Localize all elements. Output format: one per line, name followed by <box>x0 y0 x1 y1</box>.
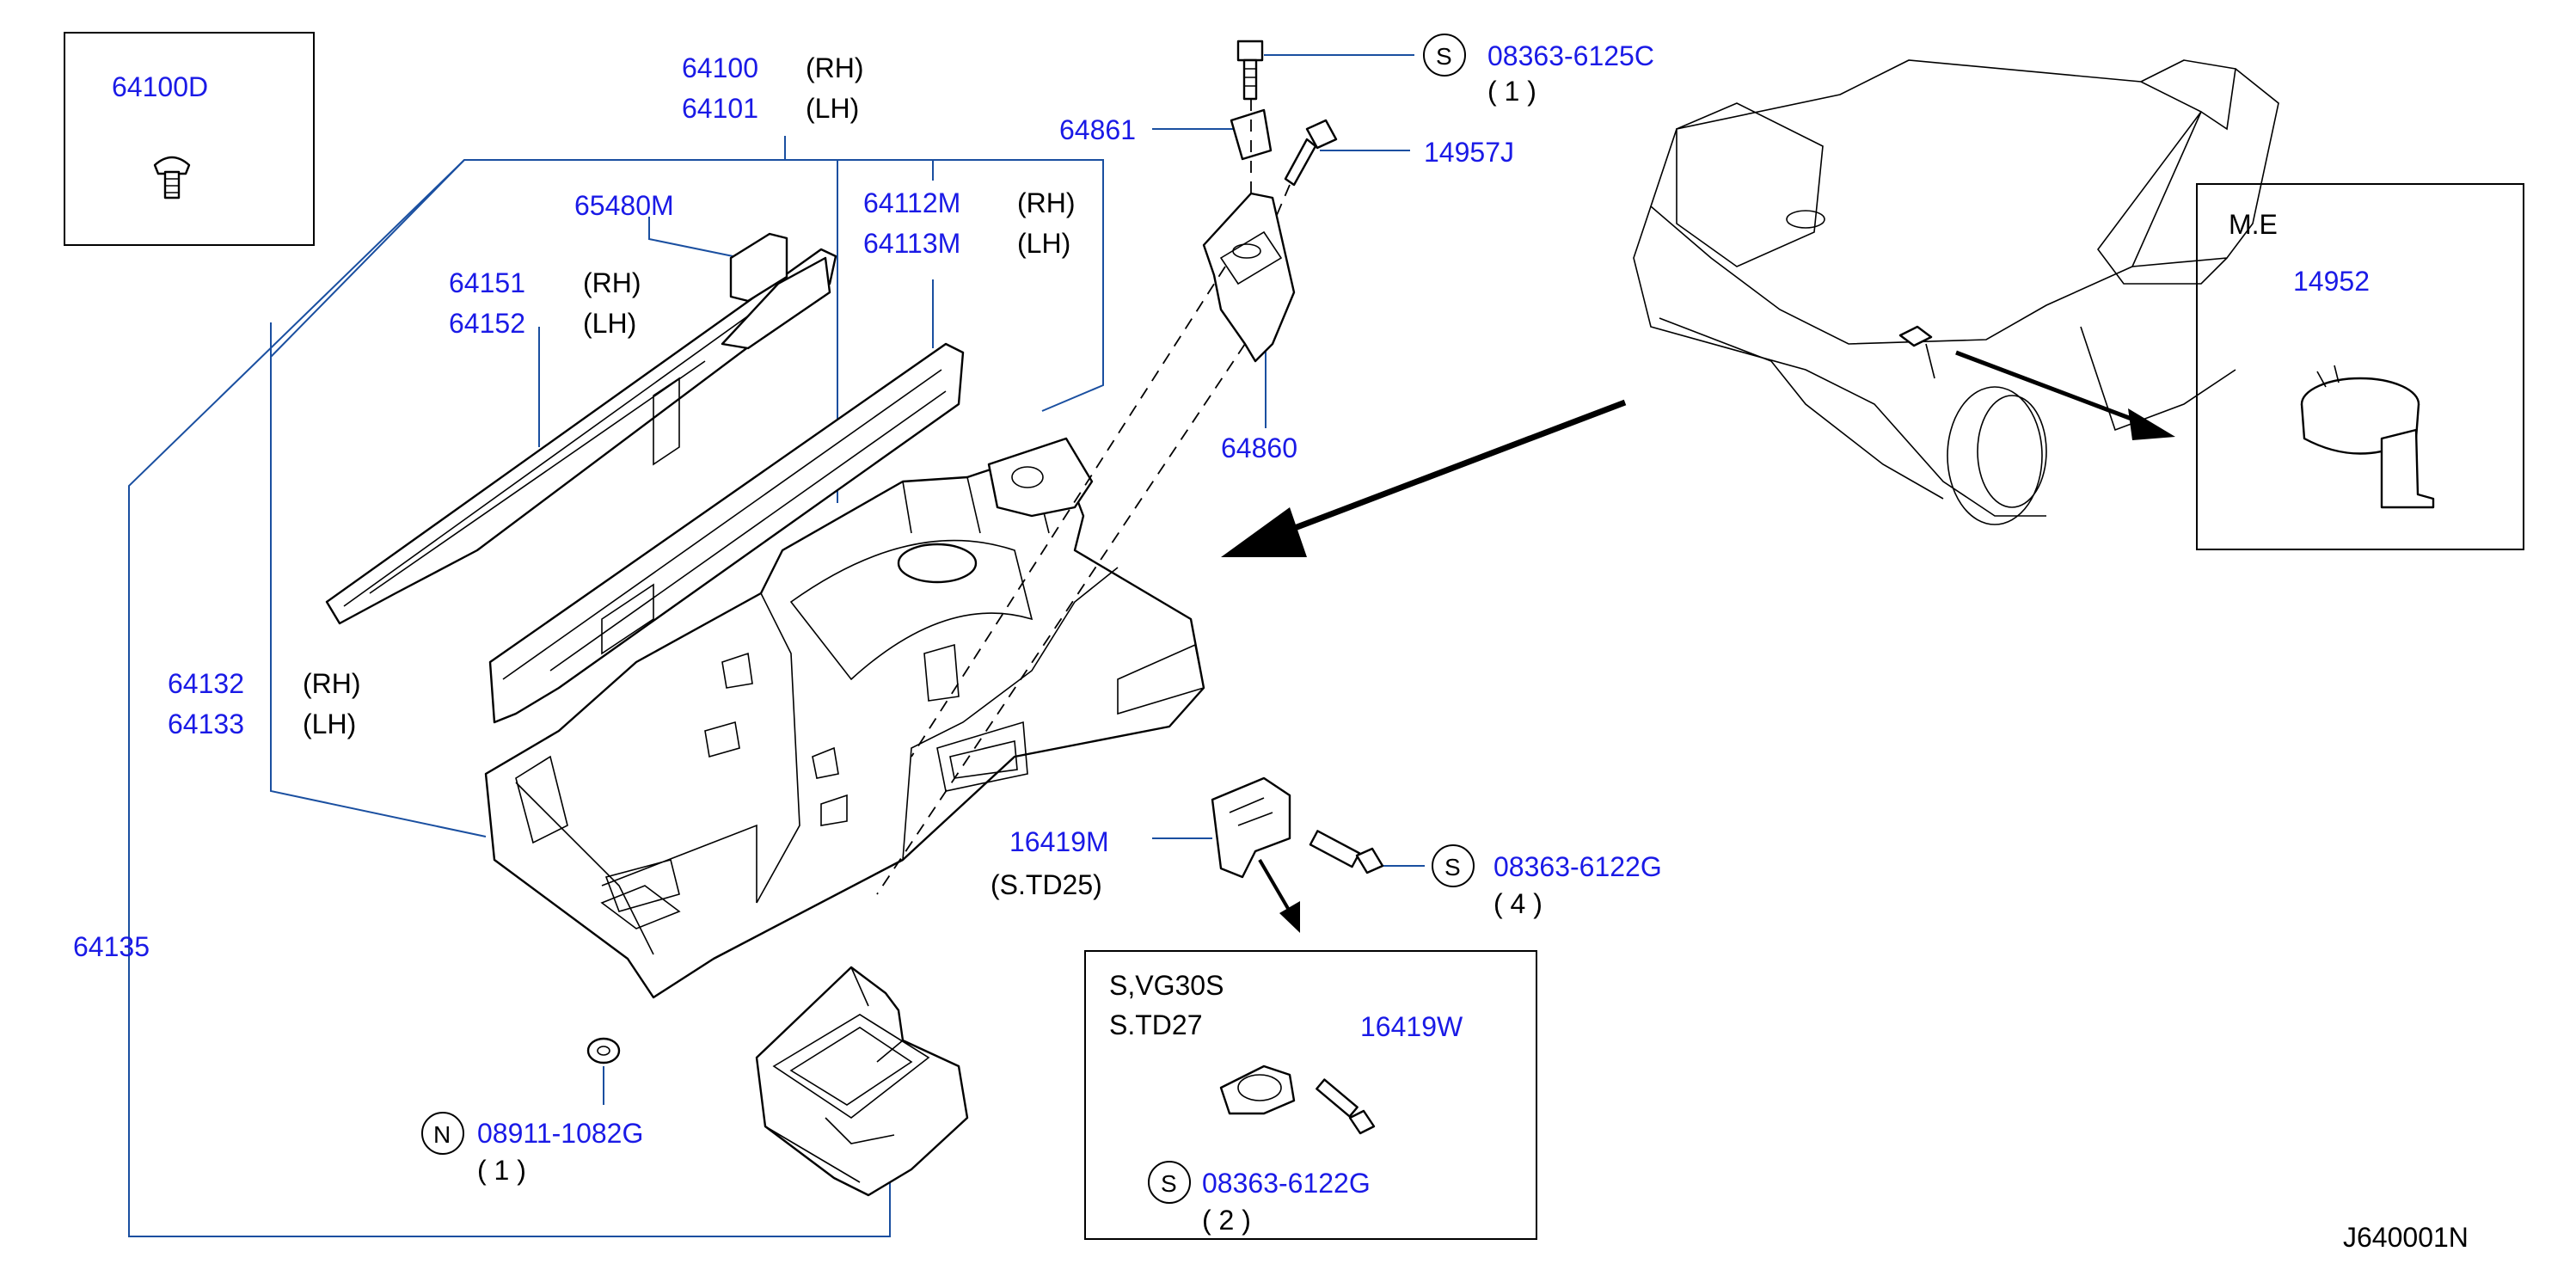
label-64132: 64132 <box>168 668 244 699</box>
note-std25: (S.TD25) <box>991 869 1102 900</box>
symbol-s-box: S <box>1161 1170 1177 1197</box>
note-std27: S.TD27 <box>1109 1009 1202 1040</box>
label-64101: 64101 <box>682 93 758 124</box>
symbol-s-mid: S <box>1444 854 1461 880</box>
label-08363-6122G-a: 08363-6122G <box>1493 851 1662 882</box>
label-64100-side: (RH) <box>806 52 864 83</box>
relay-bracket-drawing <box>1202 40 1338 363</box>
label-64112M-side: (RH) <box>1017 187 1076 218</box>
label-64861: 64861 <box>1059 114 1136 145</box>
vehicle-sketch <box>1633 59 2279 525</box>
label-64101-side: (LH) <box>806 93 859 124</box>
nut-08911-drawing <box>586 1037 621 1064</box>
symbol-circles <box>421 34 1475 1204</box>
label-64112M: 64112M <box>863 187 960 218</box>
clip-inset-box <box>64 32 315 246</box>
label-64860: 64860 <box>1221 432 1297 463</box>
label-64132-side: (RH) <box>303 668 361 699</box>
label-64100: 64100 <box>682 52 758 83</box>
label-64113M-side: (LH) <box>1017 228 1070 259</box>
figure-code: J640001N <box>2343 1222 2469 1253</box>
qty-08363-6122G-a: ( 4 ) <box>1493 888 1543 919</box>
vg30s-inset-box <box>1084 950 1537 1240</box>
label-08911-1082G: 08911-1082G <box>477 1118 643 1149</box>
labels: 64100D 64100 (RH) 64101 (LH) 65480M 6411… <box>73 40 2469 1253</box>
front-apron-drawing <box>325 232 1205 999</box>
qty-08363-6122G-b: ( 2 ) <box>1202 1205 1251 1236</box>
label-64135: 64135 <box>73 931 150 962</box>
label-14952: 14952 <box>2293 266 2370 297</box>
label-14957J: 14957J <box>1424 137 1514 168</box>
label-64133: 64133 <box>168 709 244 739</box>
label-64100D: 64100D <box>112 71 208 102</box>
note-vg30s: S,VG30S <box>1109 970 1224 1001</box>
label-64152-side: (LH) <box>583 308 636 339</box>
label-08363-6125C: 08363-6125C <box>1487 40 1654 71</box>
qty-08911-1082G: ( 1 ) <box>477 1155 526 1186</box>
qty-08363-6125C: ( 1 ) <box>1487 76 1536 107</box>
note-me: M.E <box>2229 209 2278 240</box>
direction-arrows <box>1221 350 2175 557</box>
battery-tray-drawing <box>755 966 969 1197</box>
dashed-guides <box>876 99 1291 895</box>
label-64151: 64151 <box>449 267 525 298</box>
symbol-s-top: S <box>1436 43 1452 70</box>
label-64133-side: (LH) <box>303 709 356 739</box>
bracket-16419W-drawing <box>1219 1064 1376 1135</box>
label-64113M: 64113M <box>863 228 960 259</box>
label-16419W: 16419W <box>1360 1011 1463 1042</box>
label-16419M: 16419M <box>1009 826 1109 857</box>
clip-64100D-drawing <box>153 156 191 199</box>
label-65480M: 65480M <box>574 190 674 221</box>
bracket-16419M-drawing <box>1211 776 1384 933</box>
symbol-n: N <box>433 1121 451 1148</box>
label-64152: 64152 <box>449 308 525 339</box>
label-08363-6122G-b: 08363-6122G <box>1202 1168 1371 1199</box>
clamp-14952-drawing <box>2300 365 2435 509</box>
me-inset-box <box>2196 183 2524 550</box>
label-64151-side: (RH) <box>583 267 641 298</box>
